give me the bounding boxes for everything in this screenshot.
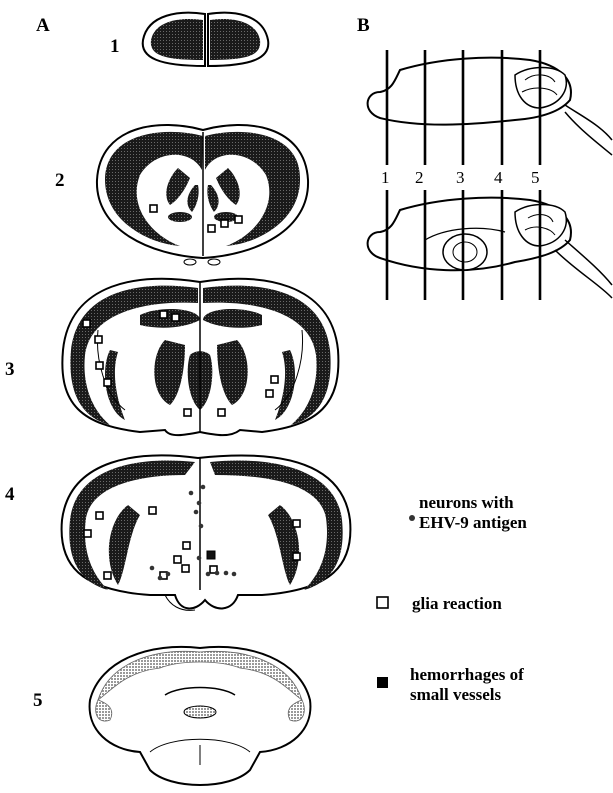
brain-section-5 [90,647,311,785]
legend-hemorrhage-line2: small vessels [410,685,502,704]
cut-label-5: 5 [531,168,540,187]
legend-hemorrhage-line1: hemorrhages of [410,665,524,684]
section-label-5: 5 [33,690,43,711]
section-label-1: 1 [110,36,120,57]
brain-section-2 [97,125,308,265]
panel-a-label: A [36,15,50,36]
cut-label-2: 2 [415,168,424,187]
legend-glia-marker [377,597,388,608]
cut-label-3: 3 [456,168,465,187]
legend-neurons-line2: EHV-9 antigen [419,513,527,532]
legend-hemorrhage-marker [377,677,388,688]
legend-neuron-marker [409,515,415,521]
brain-lateral-view [368,58,612,155]
hemorrhage-marker-section-4 [207,551,215,559]
brain-section-4 [62,455,351,610]
legend: neurons with EHV-9 antigen glia reaction… [377,493,527,704]
section-label-2: 2 [55,170,65,191]
legend-neurons-line1: neurons with [419,493,514,512]
brain-sagittal-view [368,198,612,298]
legend-glia-text: glia reaction [412,594,502,613]
brain-section-1 [143,13,269,66]
cut-label-1: 1 [381,168,390,187]
cut-label-4: 4 [494,168,503,187]
section-label-3: 3 [5,359,15,380]
panel-b-label: B [357,15,370,36]
brain-section-3 [62,279,338,435]
section-label-4: 4 [5,484,15,505]
